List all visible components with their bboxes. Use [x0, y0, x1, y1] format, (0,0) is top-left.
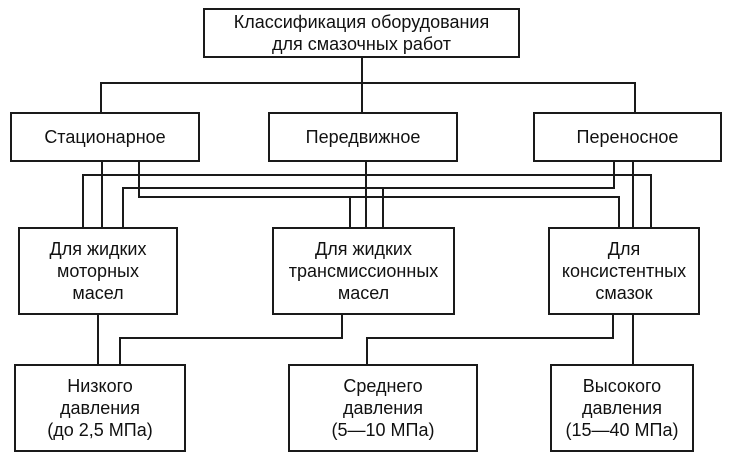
node-greases: Для консистентных смазок	[548, 227, 700, 315]
node-stationary: Стационарное	[10, 112, 200, 162]
node-portable: Переносное	[533, 112, 722, 162]
node-mobile: Передвижное	[268, 112, 458, 162]
node-high-pressure: Высокого давления (15—40 МПа)	[550, 364, 694, 452]
connector-line	[101, 82, 636, 84]
connector-line	[100, 82, 102, 112]
connector-line	[122, 187, 124, 227]
connector-line	[365, 162, 367, 227]
connector-line	[82, 174, 652, 176]
connector-line	[612, 315, 614, 339]
connector-line	[82, 174, 84, 227]
connector-line	[119, 337, 121, 364]
connector-line	[101, 162, 103, 227]
connector-line	[341, 315, 343, 339]
connector-line	[366, 337, 368, 364]
connector-line	[138, 162, 140, 198]
node-transmission-oils: Для жидких трансмиссионных масел	[272, 227, 455, 315]
node-root-classification: Классификация оборудования для смазочных…	[203, 8, 520, 58]
connector-line	[349, 196, 351, 227]
connector-line	[632, 162, 634, 227]
connector-line	[632, 315, 634, 364]
connector-line	[122, 187, 615, 189]
connector-line	[634, 82, 636, 112]
connector-line	[138, 196, 620, 198]
connector-line	[361, 57, 363, 112]
connector-line	[382, 187, 384, 227]
connector-line	[618, 196, 620, 227]
node-medium-pressure: Среднего давления (5—10 МПа)	[288, 364, 478, 452]
connector-line	[613, 162, 615, 189]
node-motor-oils: Для жидких моторных масел	[18, 227, 178, 315]
connector-line	[366, 337, 614, 339]
connector-line	[97, 315, 99, 364]
node-low-pressure: Низкого давления (до 2,5 МПа)	[14, 364, 186, 452]
connector-line	[650, 174, 652, 227]
connector-line	[119, 337, 343, 339]
